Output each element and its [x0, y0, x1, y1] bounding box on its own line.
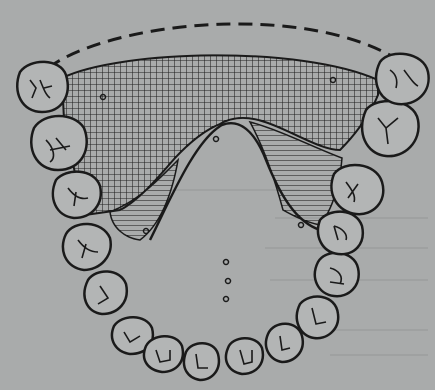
tooth-icon — [144, 336, 183, 372]
tooth-icon — [17, 62, 67, 112]
tooth-icon — [315, 253, 359, 296]
tooth-icon — [226, 338, 263, 374]
tooth-icon — [266, 324, 303, 362]
tooth-icon — [184, 343, 219, 380]
tooth-icon — [362, 101, 418, 156]
tooth-icon — [376, 54, 429, 104]
tooth-icon — [331, 165, 383, 214]
tooth-icon — [297, 297, 338, 339]
tooth-icon — [318, 212, 363, 255]
tooth-icon — [84, 271, 126, 314]
tooth-icon — [63, 224, 111, 270]
tooth-icon — [31, 116, 86, 170]
tooth-icon — [53, 172, 101, 218]
